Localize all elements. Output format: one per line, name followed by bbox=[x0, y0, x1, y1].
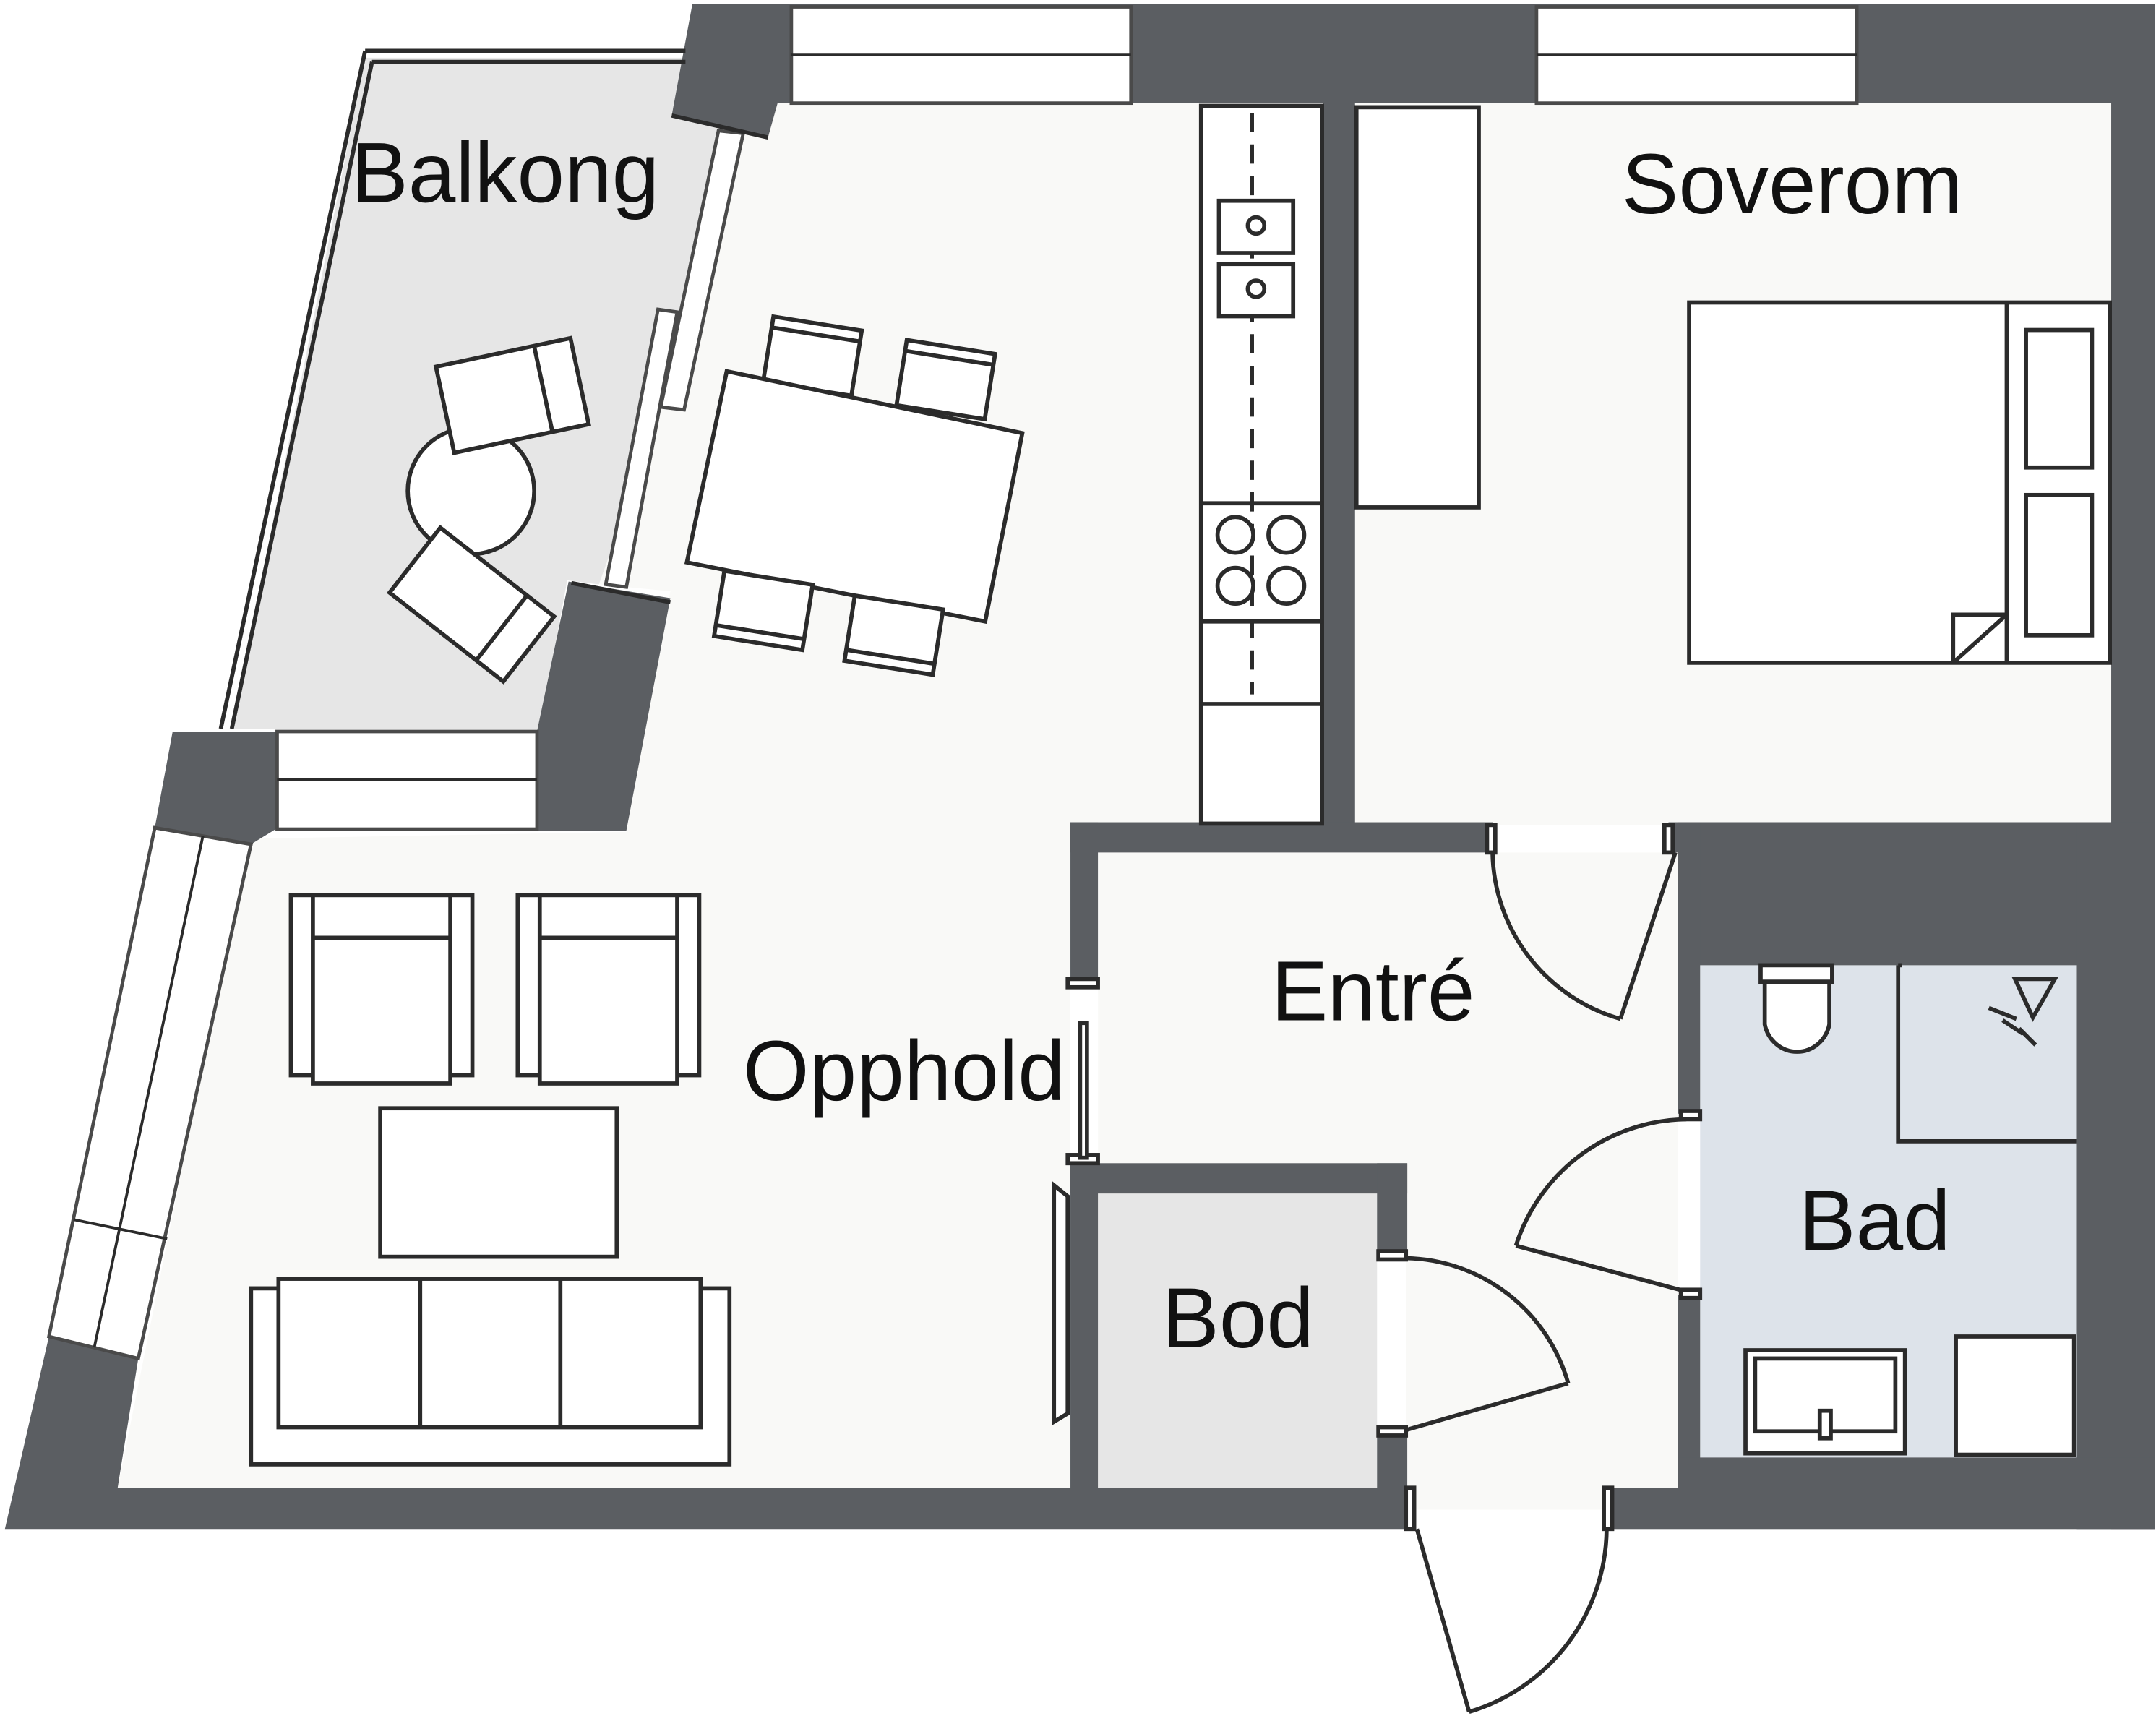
storage-door-jamb-bottom bbox=[1376, 1425, 1409, 1438]
dining-chair-1 bbox=[760, 314, 864, 398]
dining-chair-3 bbox=[711, 568, 815, 653]
wall-left-upper bbox=[155, 731, 276, 844]
wall-storage-right-top bbox=[1377, 1163, 1408, 1254]
storage-door-swing bbox=[1406, 1256, 1571, 1384]
storage-floor bbox=[1098, 1193, 1378, 1488]
wall-bathroom-left-bottom bbox=[1678, 1295, 1701, 1488]
washing-machine bbox=[1954, 1334, 2076, 1457]
room-label-balcony: Balkong bbox=[351, 125, 659, 220]
wall-bedroom-bottom-left bbox=[1070, 822, 1493, 853]
balcony-door-sill-bottom bbox=[570, 580, 671, 604]
railing-left-outer bbox=[218, 50, 367, 729]
balcony-chair-upper bbox=[433, 335, 591, 455]
bed-cover-fold-diagonal bbox=[1951, 613, 2009, 665]
window-living-left-mullion bbox=[93, 836, 205, 1348]
bedroom-door-leaf bbox=[1618, 851, 1678, 1020]
front-door-jamb-right bbox=[1602, 1485, 1615, 1532]
front-door-jamb-left bbox=[1404, 1485, 1417, 1532]
living-furniture bbox=[249, 893, 732, 1467]
dining-table bbox=[684, 369, 1025, 625]
cooktop-burner-3 bbox=[1215, 565, 1255, 606]
balcony-railing bbox=[218, 48, 686, 729]
sink-basin-2 bbox=[1216, 262, 1296, 319]
sink-drain-2 bbox=[1245, 278, 1267, 299]
sink-basin-1 bbox=[1216, 198, 1296, 255]
wall-bottom-right bbox=[1609, 1488, 2155, 1530]
bedroom-door-swing bbox=[1490, 852, 1621, 1021]
storage-door-jamb-top bbox=[1376, 1249, 1409, 1262]
room-label-storage: Bod bbox=[1162, 1270, 1314, 1365]
room-labels: Balkong Soverom Opphold Entré Bod Bad bbox=[351, 125, 1963, 1366]
toilet-tank bbox=[1758, 963, 1834, 984]
bathroom-door-swing bbox=[1513, 1117, 1687, 1247]
wall-bathroom-block bbox=[1678, 822, 2155, 966]
wall-bathroom-left-top bbox=[1678, 822, 1701, 1114]
bathroom-door-leaf bbox=[1515, 1243, 1701, 1297]
cooktop-burner-2 bbox=[1266, 515, 1307, 555]
windows bbox=[46, 5, 1859, 1361]
entrance-floor bbox=[1098, 852, 1678, 1510]
storage-door-leaf bbox=[1405, 1381, 1569, 1433]
cooktop-burner-4 bbox=[1266, 565, 1307, 606]
wall-storage-top bbox=[1070, 1163, 1408, 1194]
living-sliding-door bbox=[1078, 1021, 1089, 1160]
room-label-living: Opphold bbox=[743, 1023, 1065, 1118]
vanity-tap bbox=[1817, 1408, 1833, 1441]
bedroom-furniture bbox=[1354, 105, 2112, 665]
wall-entrance-left bbox=[1070, 822, 1099, 985]
railing-left-inner bbox=[229, 61, 374, 729]
front-door-swing bbox=[1468, 1529, 1609, 1715]
balcony-door-glass-lower bbox=[604, 307, 679, 589]
bathroom-door-jamb-top bbox=[1678, 1109, 1703, 1122]
room-label-bedroom: Soverom bbox=[1622, 136, 1963, 231]
balcony-door-glass-upper bbox=[658, 129, 746, 412]
vanity-basin bbox=[1753, 1356, 1898, 1434]
bedroom-door-jamb-right bbox=[1662, 823, 1675, 855]
front-door-leaf bbox=[1414, 1528, 1472, 1713]
wall-bathroom-right bbox=[2076, 822, 2155, 1530]
pillow-2 bbox=[2024, 492, 2095, 638]
storage-sliding-door bbox=[1052, 1180, 1070, 1425]
balcony-furniture bbox=[386, 335, 591, 685]
balcony-chair-lower bbox=[386, 524, 557, 685]
wall-balcony-pier bbox=[536, 581, 671, 831]
bedroom-door-jamb-left bbox=[1485, 823, 1498, 855]
bathroom-fixtures bbox=[1743, 963, 2077, 1457]
wall-storage-right-bottom bbox=[1377, 1433, 1408, 1488]
wall-bathroom-bottom bbox=[1678, 1457, 2155, 1488]
wall-bottom-left bbox=[4, 1336, 1410, 1530]
window-living-left-cross bbox=[73, 1218, 168, 1240]
room-label-entrance: Entré bbox=[1271, 943, 1475, 1038]
bathroom-door-jamb-bottom bbox=[1678, 1287, 1703, 1300]
dining-chair-2 bbox=[894, 338, 998, 422]
cooktop-burner-1 bbox=[1215, 515, 1255, 555]
living-door-jamb-top bbox=[1065, 977, 1100, 990]
doors bbox=[1052, 823, 1703, 1715]
sofa bbox=[249, 1277, 732, 1467]
coffee-table bbox=[378, 1106, 619, 1259]
bed-cover-fold bbox=[1951, 612, 2007, 663]
dining-chair-4 bbox=[842, 593, 946, 677]
balcony-door-sill-top bbox=[671, 113, 769, 140]
wall-storage-left bbox=[1070, 1163, 1099, 1488]
pillow-1 bbox=[2024, 327, 2095, 470]
shower-head-icon bbox=[1988, 977, 2058, 1047]
armchair-left bbox=[288, 893, 475, 1086]
wardrobe bbox=[1354, 105, 1481, 510]
armchair-right bbox=[515, 893, 702, 1086]
shower-enclosure bbox=[1896, 965, 2077, 1144]
walls bbox=[4, 4, 2155, 1530]
sink-drain-1 bbox=[1245, 215, 1267, 236]
kitchen-counter bbox=[1198, 103, 1325, 826]
dining-set bbox=[684, 314, 1025, 677]
toilet-bowl bbox=[1762, 979, 1831, 1054]
room-label-bathroom: Bad bbox=[1799, 1172, 1951, 1268]
wall-kitchen-bedroom bbox=[1323, 103, 1355, 825]
